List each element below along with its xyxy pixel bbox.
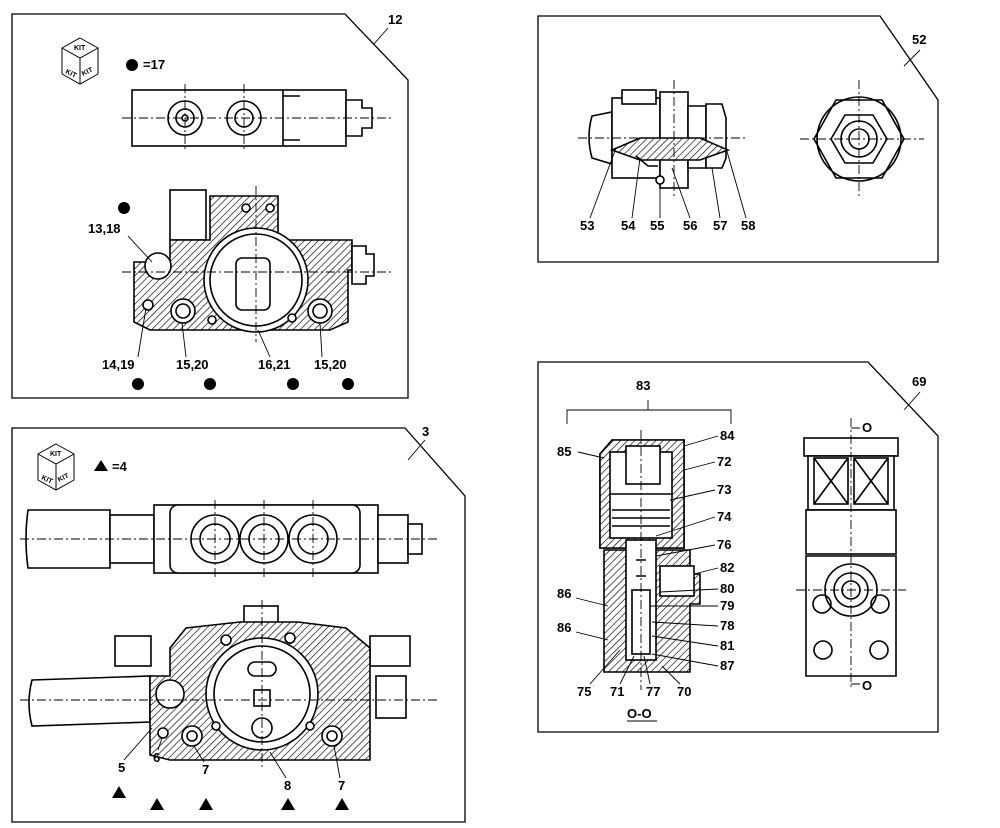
label-70: 70 <box>677 684 691 699</box>
label-85: 85 <box>557 444 571 459</box>
circle-marker-icon <box>204 378 216 390</box>
label-55: 55 <box>650 218 664 233</box>
circle-marker-icon <box>118 202 130 214</box>
panel-69: 69 83 84 85 72 73 74 76 82 8 <box>537 361 939 733</box>
panel-69-end-view <box>796 418 906 690</box>
label-79: 79 <box>720 598 734 613</box>
label-54: 54 <box>621 218 636 233</box>
triangle-marker-icon <box>199 798 213 810</box>
label-57: 57 <box>713 218 727 233</box>
label-8: 8 <box>284 778 291 793</box>
panel-12-front-view <box>122 186 392 342</box>
label-72: 72 <box>717 454 731 469</box>
panel-52-side-view <box>578 80 748 198</box>
svg-text:KIT: KIT <box>81 66 95 77</box>
svg-text:KIT: KIT <box>64 68 78 79</box>
panel-52-end-view <box>800 80 924 196</box>
label-73: 73 <box>717 482 731 497</box>
label-86-a: 86 <box>557 586 571 601</box>
label-71: 71 <box>610 684 624 699</box>
panel-12: 12 KIT KIT KIT =17 <box>11 12 409 399</box>
triangle-marker-icon <box>281 798 295 810</box>
label-82: 82 <box>720 560 734 575</box>
panel-12-ref: 12 <box>388 12 402 27</box>
svg-text:KIT: KIT <box>50 451 62 458</box>
panel-3: 3 KIT KIT KIT =4 <box>11 424 466 823</box>
label-77: 77 <box>646 684 660 699</box>
kit-equals-17: =17 <box>143 57 165 72</box>
label-14-19: 14,19 <box>102 357 135 372</box>
label-80: 80 <box>720 581 734 596</box>
label-15-20-b: 15,20 <box>314 357 347 372</box>
label-83: 83 <box>636 378 650 393</box>
svg-text:KIT: KIT <box>74 45 86 52</box>
circle-marker-icon <box>287 378 299 390</box>
label-74: 74 <box>717 509 732 524</box>
label-56: 56 <box>683 218 697 233</box>
kit-icon: KIT KIT KIT <box>61 37 99 85</box>
kit-equals-4: =4 <box>112 459 128 474</box>
label-78: 78 <box>720 618 734 633</box>
svg-text:KIT: KIT <box>57 472 71 483</box>
triangle-marker-icon <box>150 798 164 810</box>
label-7-a: 7 <box>202 762 209 777</box>
svg-text:KIT: KIT <box>40 474 54 485</box>
kit-icon: KIT KIT KIT <box>37 443 75 491</box>
panel-12-top-view <box>122 84 392 152</box>
section-label-o-o: O-O <box>627 706 652 721</box>
label-7-b: 7 <box>338 778 345 793</box>
label-76: 76 <box>717 537 731 552</box>
panel-52-ref: 52 <box>912 32 926 47</box>
panel-3-top-view <box>20 500 440 578</box>
label-86-b: 86 <box>557 620 571 635</box>
panel-52: 52 53 54 55 56 57 <box>537 15 939 263</box>
label-75: 75 <box>577 684 591 699</box>
circle-marker-icon <box>132 378 144 390</box>
label-87: 87 <box>720 658 734 673</box>
label-6: 6 <box>153 750 160 765</box>
circle-marker-icon <box>126 59 138 71</box>
section-mark-top: O <box>862 420 872 435</box>
triangle-marker-icon <box>94 460 108 471</box>
label-13-18: 13,18 <box>88 221 121 236</box>
label-84: 84 <box>720 428 735 443</box>
circle-marker-icon <box>342 378 354 390</box>
panel-3-ref: 3 <box>422 424 429 439</box>
triangle-marker-icon <box>112 786 126 798</box>
label-5: 5 <box>118 760 125 775</box>
label-16-21: 16,21 <box>258 357 291 372</box>
label-53: 53 <box>580 218 594 233</box>
panel-69-ref: 69 <box>912 374 926 389</box>
panel-69-section-view <box>566 400 732 690</box>
label-81: 81 <box>720 638 734 653</box>
triangle-marker-icon <box>335 798 349 810</box>
section-mark-bottom: O <box>862 678 872 693</box>
label-58: 58 <box>741 218 755 233</box>
label-15-20-a: 15,20 <box>176 357 209 372</box>
panel-3-front-view <box>20 600 440 770</box>
